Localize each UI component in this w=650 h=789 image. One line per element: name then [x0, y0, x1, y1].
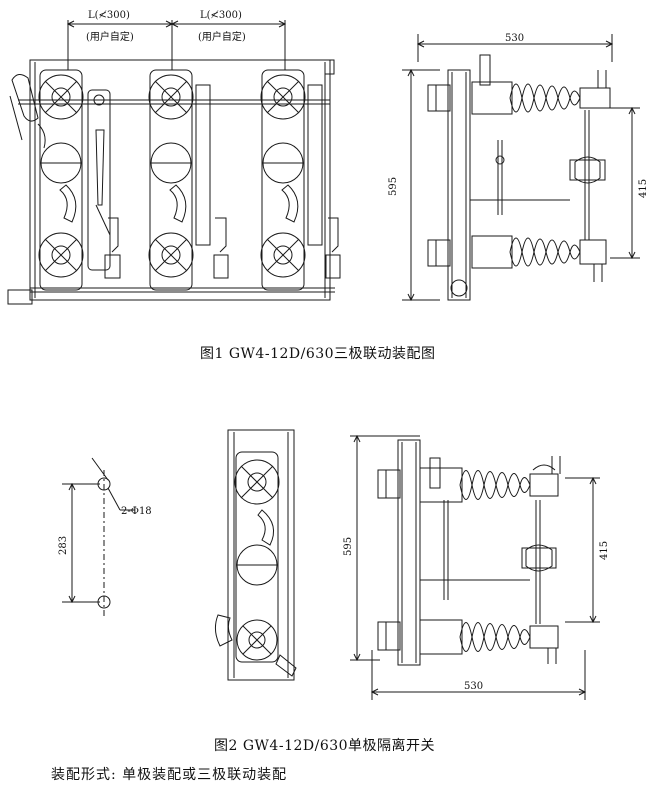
fig2-dim-width: 530	[464, 681, 483, 692]
fig2-mounting-holes	[62, 457, 135, 616]
fig2-front-view	[214, 429, 297, 681]
fig1-spacing-label-right: L(≮300)	[200, 10, 242, 21]
fig1-user-defined-right: (用户自定)	[198, 30, 246, 43]
fig1-user-defined-left: (用户自定)	[86, 30, 134, 43]
fig1-dim-inner: 415	[638, 179, 649, 198]
fig2-upper-insulator-sheds	[459, 470, 531, 500]
fig2-dim-inner: 415	[599, 541, 610, 560]
figure1-caption: 图1 GW4-12D/630三极联动装配图	[200, 346, 436, 362]
fig1-lower-insulator-sheds	[509, 237, 581, 267]
fig2-dim-holes: 283	[58, 536, 69, 555]
fig2-lower-insulator-sheds	[459, 622, 531, 652]
fig1-pole-1	[37, 69, 84, 291]
fig1-three-pole-front-view: L(≮300) L(≮300) (用户自定) (用户自定)	[7, 10, 341, 305]
fig1-dim-height: 595	[388, 177, 399, 196]
fig1-pole-2	[148, 69, 229, 291]
fig1-side-view	[402, 34, 640, 302]
fig1-upper-insulator-sheds	[509, 83, 581, 113]
fig2-dim-height: 595	[343, 537, 354, 556]
fig1-dim-width: 530	[505, 33, 524, 44]
fig2-hole-spec: 2-Φ18	[121, 506, 152, 517]
fig2-side-view	[350, 434, 600, 700]
fig1-pole-3	[260, 69, 341, 291]
figure2-caption: 图2 GW4-12D/630单极隔离开关	[214, 738, 436, 754]
mounting-type-text: 装配形式: 单极装配或三极联动装配	[51, 767, 288, 783]
fig1-spacing-label-left: L(≮300)	[88, 10, 130, 21]
